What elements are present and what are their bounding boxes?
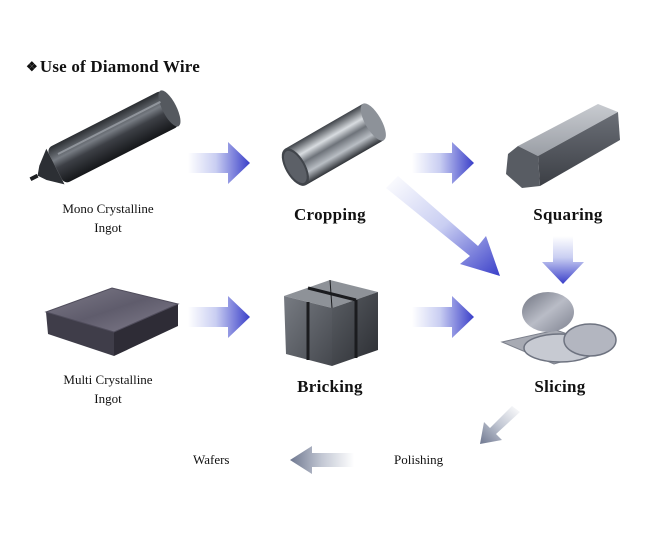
- sliced-wafers-image: [500, 292, 617, 365]
- step-polishing-label: Polishing: [394, 452, 444, 467]
- multi-ingot-image: [44, 287, 180, 356]
- mono-ingot-caption-line1: Mono Crystalline: [62, 201, 154, 216]
- step-slicing-label: Slicing: [534, 377, 586, 396]
- cropped-cylinder-image: [281, 103, 386, 186]
- arrow-cropping-to-squaring: [412, 142, 474, 184]
- arrow-cropping-to-slicing: [386, 176, 500, 276]
- arrow-squaring-to-slicing: [542, 236, 584, 284]
- squared-bar-image: [506, 104, 620, 188]
- bricked-block-image: [284, 279, 378, 366]
- multi-ingot-caption: Multi Crystalline Ingot: [38, 370, 178, 408]
- arrow-multi-to-bricking: [188, 296, 250, 338]
- mono-ingot-caption: Mono Crystalline Ingot: [38, 199, 178, 237]
- step-bricking-label: Bricking: [297, 377, 363, 396]
- arrow-bricking-to-slicing: [412, 296, 474, 338]
- step-wafers-label: Wafers: [193, 452, 230, 467]
- step-squaring-label: Squaring: [533, 205, 603, 224]
- arrow-slicing-to-polishing: [480, 406, 520, 444]
- mono-ingot-caption-line2: Ingot: [94, 220, 122, 235]
- diamond-bullet-icon: ❖: [26, 59, 38, 74]
- step-cropping-label: Cropping: [293, 205, 366, 224]
- mono-ingot-image: [29, 90, 181, 185]
- arrow-mono-to-cropping: [188, 142, 250, 184]
- multi-ingot-caption-line2: Ingot: [94, 391, 122, 406]
- multi-ingot-caption-line1: Multi Crystalline: [63, 372, 153, 387]
- diagram-title-text: Use of Diamond Wire: [39, 57, 200, 76]
- arrow-polishing-to-wafers: [290, 446, 354, 474]
- diagram-title: ❖Use of Diamond Wire: [26, 57, 200, 77]
